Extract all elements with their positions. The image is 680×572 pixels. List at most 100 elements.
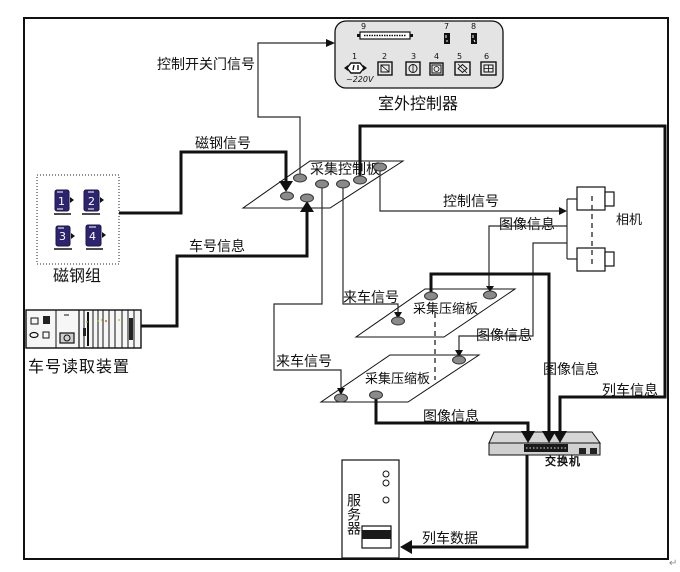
port-2-icon <box>377 61 393 76</box>
camera-branch-line <box>566 198 577 260</box>
incoming-train-lower-label: 来车信号 <box>276 353 332 370</box>
lower-compress-board-label: 采集压缩板 <box>365 371 430 387</box>
power-rating: ~220V <box>346 75 374 84</box>
connection-node <box>293 173 307 183</box>
lower-compress-board-plate <box>319 354 481 403</box>
connection-node <box>336 179 350 189</box>
control-signal-arrow-icon <box>559 207 567 215</box>
compress-board-lower: 采集压缩板 <box>319 354 481 403</box>
train-info-label: 列车信息 <box>602 382 658 399</box>
magnet-group: 1 2 3 4 磁钢组 <box>36 174 120 285</box>
image-info-camera-lower-line <box>458 242 567 351</box>
door-control-arrow-icon <box>326 39 335 47</box>
connection-node <box>280 191 294 201</box>
train-info-arrow-icon <box>553 431 567 443</box>
magnet-4-number: 4 <box>89 230 96 243</box>
image-info-camera-upper-arrow-icon <box>486 286 494 292</box>
train-data-arrow-icon <box>400 540 412 554</box>
camera-pair: 相机 <box>576 186 642 272</box>
train-data-line <box>410 455 529 549</box>
connector-9-icon <box>357 31 413 40</box>
upper-compress-board-nodes <box>391 290 497 326</box>
magnet-group-box <box>36 174 120 265</box>
image-info-camera-lower-arrow-icon <box>455 350 463 357</box>
connection-node <box>334 393 348 403</box>
port-4-number: 4 <box>434 52 439 61</box>
incoming-train-upper-line <box>342 185 399 314</box>
connection-node <box>315 179 329 189</box>
paragraph-mark: ↵ <box>669 558 677 569</box>
server-led-2 <box>382 479 390 487</box>
connector-7-number: 7 <box>444 22 449 31</box>
connector-9-number: 9 <box>361 22 366 31</box>
outdoor-controller-label: 室外控制器 <box>378 94 458 113</box>
camera-label: 相机 <box>616 213 642 228</box>
car-number-reader: 车号读取装置 <box>25 309 142 376</box>
port-4-icon <box>429 62 444 76</box>
camera-lower-icon <box>576 247 615 272</box>
magnet-1-number: 1 <box>58 195 65 208</box>
incoming-train-upper-label: 来车信号 <box>343 289 399 306</box>
port-1-number: 1 <box>352 52 357 61</box>
magnet-2-icon: 2 <box>82 189 104 215</box>
incoming-train-lower-arrow-icon <box>337 388 345 395</box>
magnet-signal-arrow-icon <box>279 181 293 192</box>
image-info-camera-upper-line <box>488 225 567 287</box>
magnet-signal-line <box>119 150 288 215</box>
server: 服务器 <box>341 459 400 559</box>
magnet-4-icon: 4 <box>85 224 106 250</box>
connection-node <box>424 291 438 301</box>
connector-8-icon <box>471 33 477 44</box>
network-switch: 交换机 <box>488 431 601 468</box>
upper-compress-board-label: 采集压缩板 <box>413 301 478 317</box>
server-led-1 <box>382 470 390 478</box>
port-2-number: 2 <box>382 52 387 61</box>
car-number-info-arrow-icon <box>300 201 314 212</box>
control-board-nodes <box>280 162 387 203</box>
control-board-label: 采集控制板 <box>310 161 380 178</box>
connection-node <box>391 316 405 326</box>
image-info-upper-board-line <box>429 272 551 432</box>
magnet-3-icon: 3 <box>54 225 75 250</box>
power-socket-icon <box>344 62 367 74</box>
connection-node <box>300 193 314 203</box>
image-info-lower-board-label: 图像信息 <box>423 408 479 425</box>
car-number-info-label: 车号信息 <box>189 238 245 255</box>
connector-8-number: 8 <box>471 22 476 31</box>
magnet-group-label: 磁钢组 <box>53 266 101 285</box>
diagram-frame <box>23 17 669 560</box>
port-5-number: 5 <box>457 52 462 61</box>
server-led-3 <box>382 496 390 504</box>
connection-node <box>353 175 367 185</box>
port-6-icon <box>480 61 497 76</box>
switch-led-1 <box>579 448 586 454</box>
switch-label: 交换机 <box>545 454 581 468</box>
train-info-line <box>358 124 667 432</box>
image-info-camera-upper-label: 图像信息 <box>499 216 555 233</box>
incoming-train-upper-arrow-icon <box>394 312 402 319</box>
door-control-signal-line <box>257 42 330 178</box>
reader-indicator-icons <box>29 314 75 344</box>
connector-7-icon <box>444 33 450 44</box>
car-number-info-line <box>141 211 309 328</box>
connection-node <box>452 355 466 365</box>
incoming-train-lower-line <box>273 185 342 389</box>
magnet-1-icon: 1 <box>54 189 74 215</box>
door-control-signal-label: 控制开关门信号 <box>157 57 255 73</box>
connection-node <box>373 162 387 172</box>
image-info-upper-board-label: 图像信息 <box>543 361 599 378</box>
image-info-lower-board-arrow-icon <box>521 431 535 443</box>
reader-modules <box>83 310 135 348</box>
image-info-camera-lower-label: 图像信息 <box>476 327 532 344</box>
port-3-number: 3 <box>411 52 416 61</box>
switch-led-2 <box>590 448 597 454</box>
magnet-2-number: 2 <box>88 195 95 208</box>
image-info-upper-board-arrow-icon <box>542 431 556 443</box>
control-signal-line <box>379 167 561 212</box>
connection-node <box>369 390 383 400</box>
switch-ports <box>524 444 568 452</box>
server-label: 服务器 <box>345 493 361 535</box>
magnet-3-number: 3 <box>59 230 66 243</box>
connection-node <box>483 290 497 300</box>
